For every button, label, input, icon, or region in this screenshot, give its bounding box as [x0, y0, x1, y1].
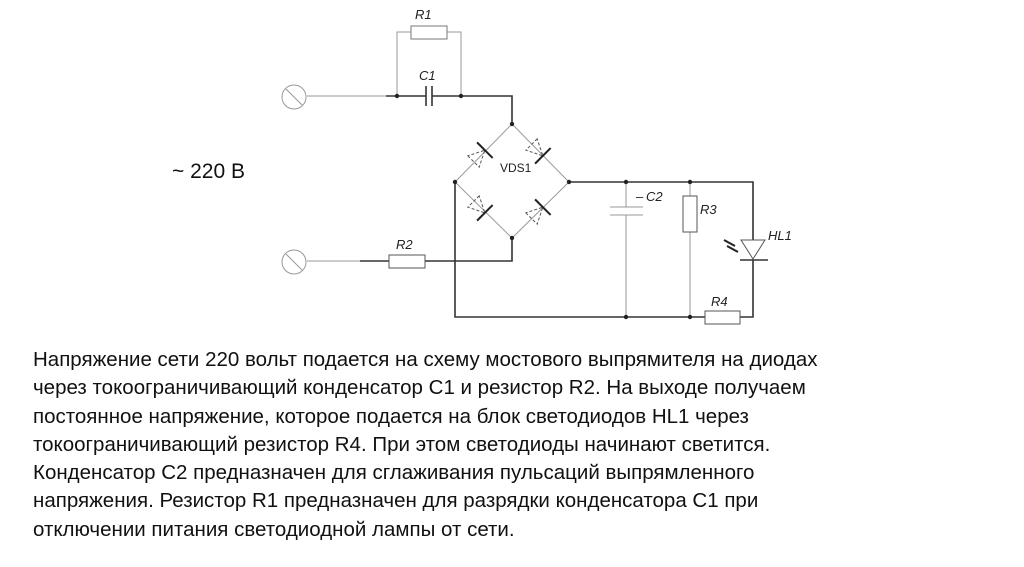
- description-text: Напряжение сети 220 вольт подается на сх…: [33, 346, 1023, 544]
- description-line: отключении питания светодиодной лампы от…: [33, 517, 515, 541]
- label-vds1: VDS1: [500, 161, 532, 175]
- resistor-r1: [410, 25, 448, 40]
- capacitor-c1: [425, 86, 433, 106]
- description-line: Конденсатор С2 предназначен для сглажива…: [33, 461, 755, 485]
- label-c2-polarity: –: [635, 189, 644, 204]
- label-r2: R2: [396, 237, 413, 252]
- description-line: Напряжение сети 220 вольт подается на сх…: [33, 348, 818, 371]
- junction-dots: [394, 93, 693, 320]
- terminal-top: [281, 84, 307, 110]
- label-hl1: HL1: [768, 228, 792, 243]
- description-line: токоограничивающий резистор R4. При этом…: [33, 432, 771, 456]
- capacitor-c2: [610, 206, 643, 216]
- description-line: через токоограничивающий конденсатор С1 …: [33, 376, 806, 400]
- label-c2: C2: [646, 189, 663, 204]
- label-r4: R4: [711, 294, 728, 309]
- circuit-diagram: R1 C1 R2 VDS1 – C2 R3 HL1 R4: [281, 7, 792, 325]
- description-line: постоянное напряжение, которое подается …: [33, 404, 749, 428]
- resistor-r4: [704, 310, 741, 325]
- resistor-r2: [388, 254, 426, 269]
- resistor-r3: [682, 195, 698, 233]
- led-hl1: [723, 239, 768, 261]
- source-voltage-label: ~ 220 В: [172, 160, 245, 183]
- label-r1: R1: [415, 7, 432, 22]
- description-line: напряжения. Резистор R1 предназначен для…: [33, 489, 759, 513]
- label-r3: R3: [700, 202, 717, 217]
- terminal-bottom: [281, 249, 307, 275]
- label-c1: C1: [419, 68, 436, 83]
